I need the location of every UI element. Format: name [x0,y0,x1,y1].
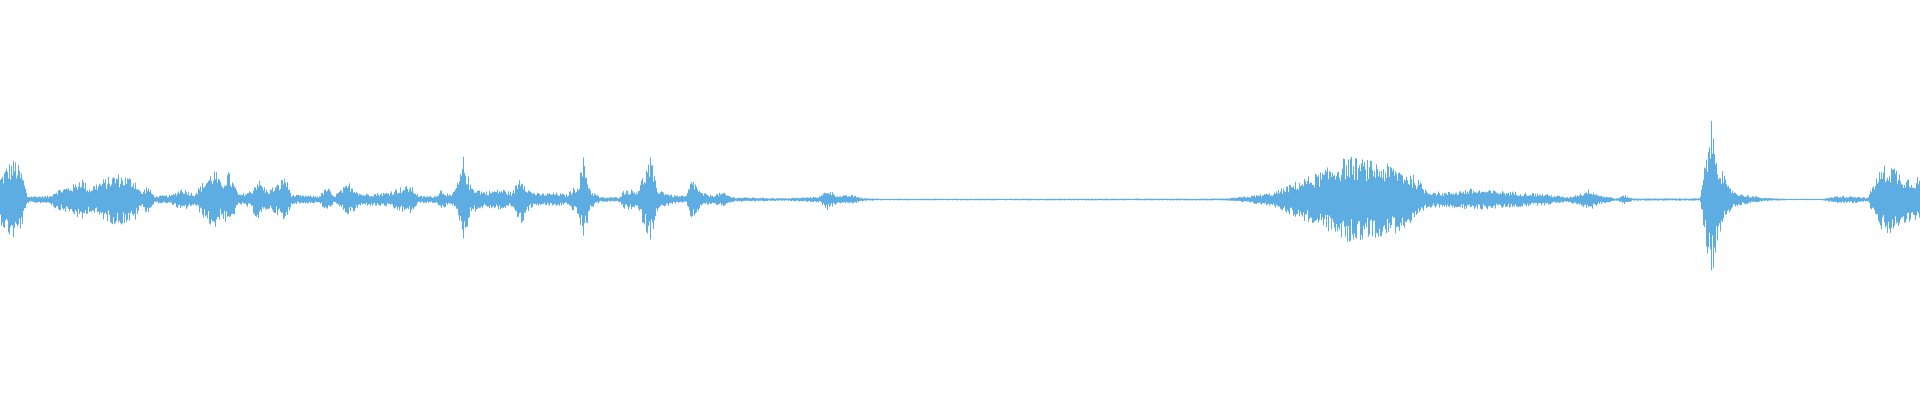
waveform-trace [0,120,1920,271]
